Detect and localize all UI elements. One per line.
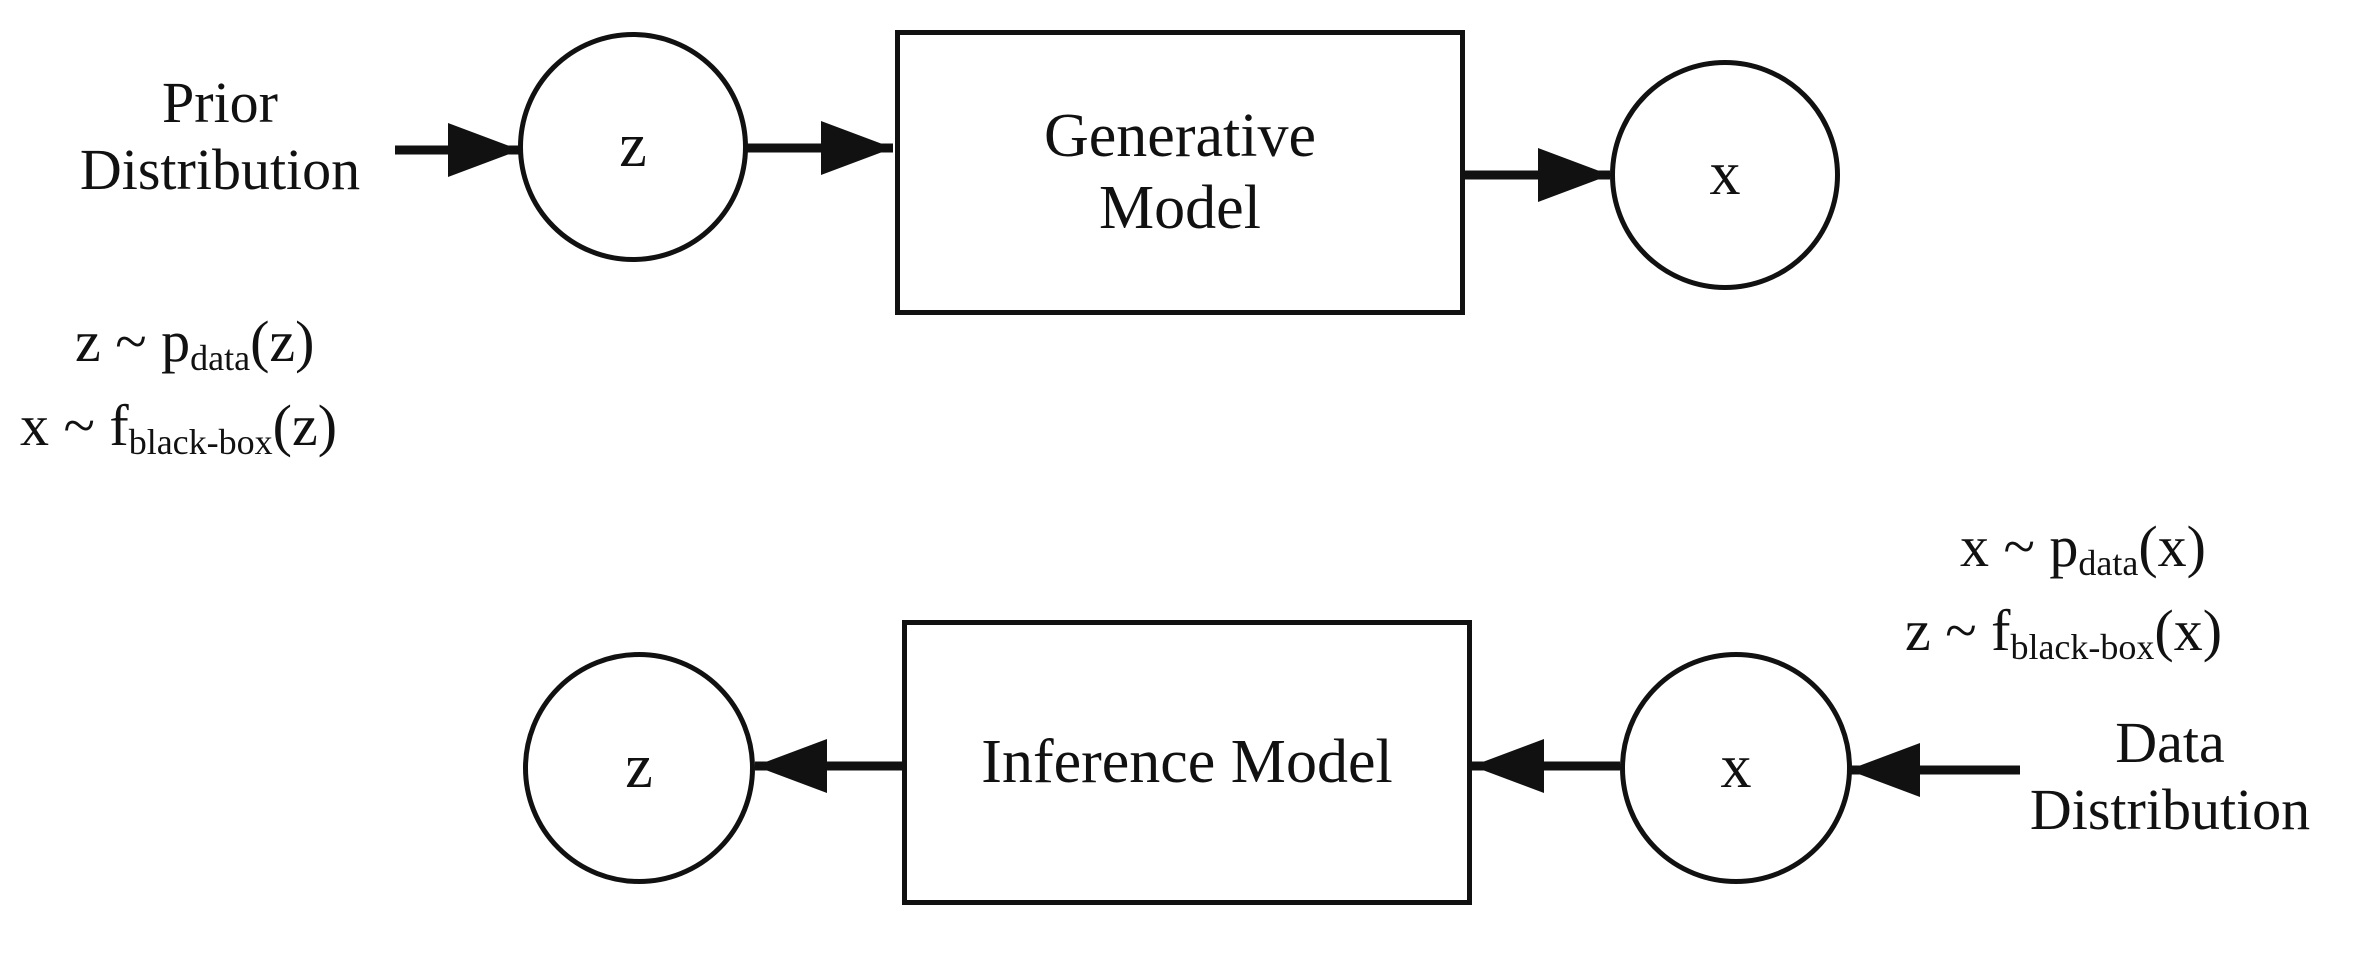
inference-formulas: x ~ pdata(x) z ~ fblack-box(x)	[1905, 505, 2222, 673]
inference-model-box: Inference Model	[902, 620, 1472, 905]
data-distribution-label: Data Distribution	[2029, 710, 2311, 842]
latent-z-node-top: z	[518, 32, 748, 262]
formula-z-prior: z ~ pdata(z)	[75, 309, 315, 378]
generative-formulas: z ~ pdata(z) x ~ fblack-box(z)	[20, 300, 337, 468]
prior-distribution-label: Prior Distribution	[79, 70, 361, 202]
latent-z-node-bottom: z	[523, 652, 755, 884]
formula-z-inferred: z ~ fblack-box(x)	[1905, 598, 2223, 668]
data-x-node-bottom: x	[1620, 652, 1852, 884]
data-x-node-top: x	[1610, 60, 1840, 290]
generative-model-box: Generative Model	[895, 30, 1465, 315]
formula-x-data: x ~ pdata(x)	[1960, 514, 2206, 583]
formula-x-generated: x ~ fblack-box(z)	[20, 393, 338, 463]
